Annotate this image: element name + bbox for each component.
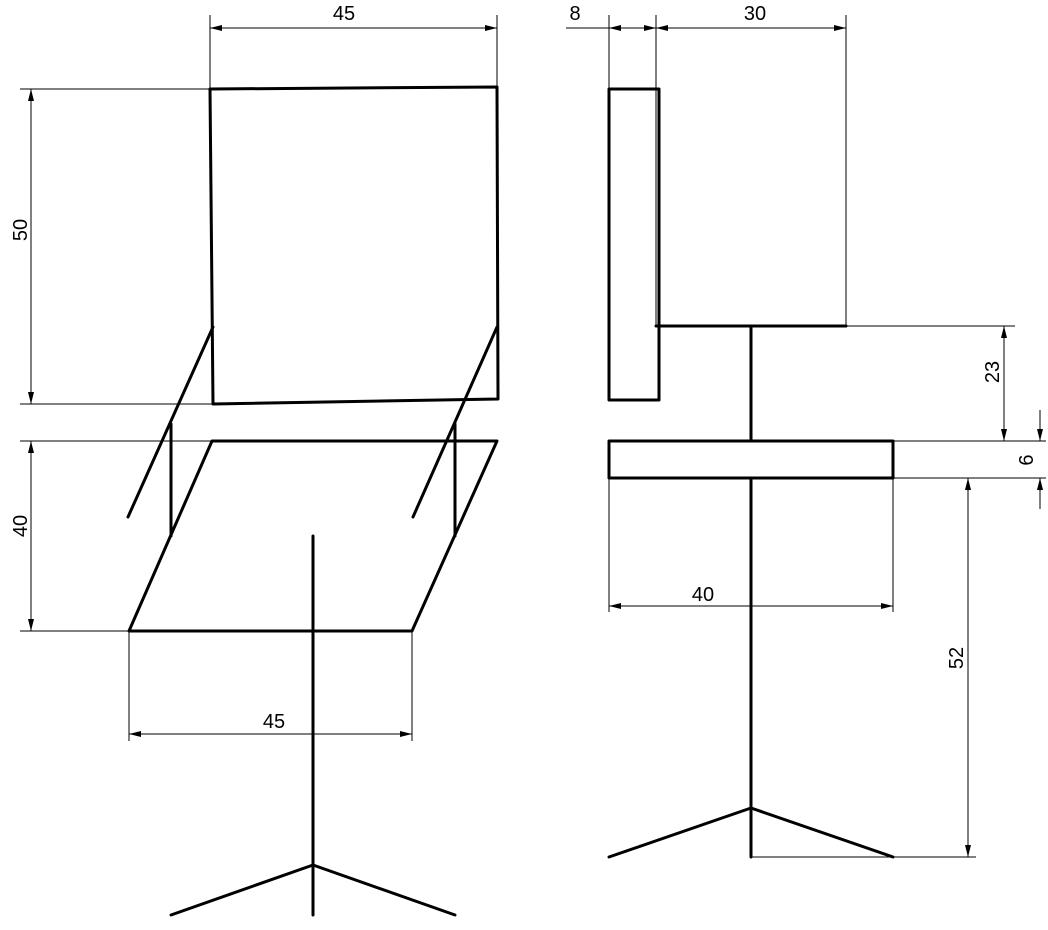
dim-gap-height-label: 23: [982, 361, 1004, 383]
dim-backrest-thickness-label: 8: [569, 3, 580, 25]
dim-seat-depth: 40: [10, 440, 212, 632]
front-leg-left: [169, 863, 315, 917]
front-backrest-rod-right: [411, 325, 499, 519]
dim-side-seat-depth: 40: [608, 478, 894, 612]
dim-backrest-width-label: 45: [333, 3, 355, 25]
front-backrest-panel: [208, 85, 500, 406]
dim-backrest-thickness: 8: [566, 3, 657, 326]
side-leg-left: [607, 806, 753, 859]
side-backrest-block: [607, 87, 661, 402]
side-seat-block: [607, 439, 895, 480]
dim-gap-height: 23: [846, 325, 1046, 442]
dim-seat-thickness-label: 6: [1016, 454, 1038, 465]
dim-seat-width: 45: [128, 631, 413, 741]
front-view: 45 50 40 45: [10, 3, 500, 917]
dim-side-seat-depth-label: 40: [692, 584, 714, 606]
side-view: 8 30 23 6: [566, 3, 1046, 859]
dim-leg-height-label: 52: [946, 647, 968, 669]
dim-backrest-height: 50: [10, 88, 213, 405]
front-leg-right: [311, 863, 457, 917]
front-backrest-rod-left: [126, 325, 215, 519]
dim-backrest-extent: 30: [656, 3, 847, 326]
dim-seat-depth-label: 40: [10, 515, 32, 537]
dim-backrest-extent-label: 30: [744, 3, 766, 25]
side-leg-right: [749, 806, 895, 859]
dim-backrest-width: 45: [209, 3, 498, 89]
dim-seat-thickness: 6: [893, 410, 1046, 509]
dim-seat-width-label: 45: [263, 711, 285, 733]
dim-leg-height: 52: [751, 478, 976, 858]
dim-backrest-height-label: 50: [10, 219, 32, 241]
